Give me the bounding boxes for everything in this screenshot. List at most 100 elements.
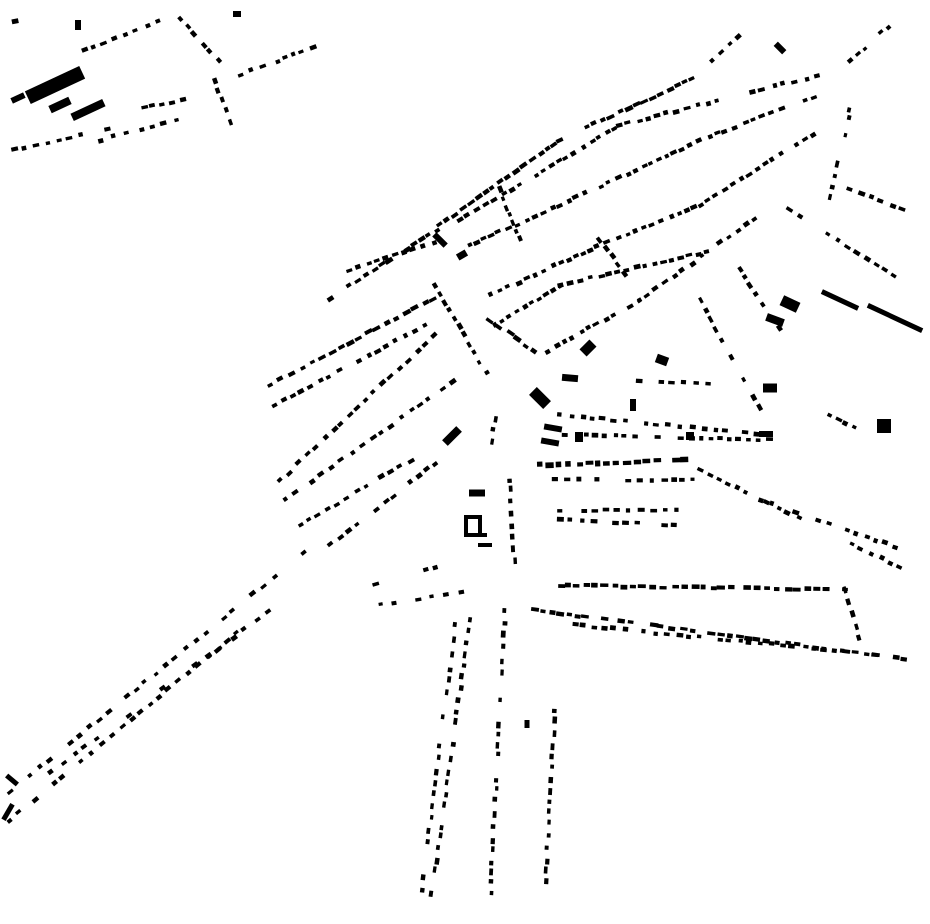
- building: [378, 378, 387, 387]
- building: [354, 521, 360, 528]
- building: [572, 621, 579, 627]
- building: [247, 66, 254, 73]
- building: [557, 259, 565, 266]
- building: [467, 242, 473, 248]
- building: [342, 495, 350, 502]
- building: [556, 412, 562, 417]
- building: [345, 339, 356, 347]
- building: [345, 282, 352, 289]
- building: [741, 273, 748, 280]
- building: [676, 210, 683, 217]
- building: [304, 450, 311, 457]
- building: [577, 278, 584, 284]
- building: [528, 299, 535, 306]
- building: [580, 414, 587, 420]
- building: [752, 290, 759, 298]
- building: [625, 232, 631, 237]
- building: [469, 489, 485, 497]
- building: [346, 411, 354, 419]
- building: [768, 641, 775, 646]
- building: [381, 254, 389, 262]
- building: [829, 184, 836, 190]
- building: [515, 279, 524, 287]
- building: [822, 586, 830, 592]
- building: [685, 252, 693, 258]
- building: [855, 634, 862, 642]
- building: [291, 488, 299, 496]
- building: [158, 102, 165, 107]
- building: [125, 712, 133, 719]
- building: [444, 689, 449, 696]
- building: [716, 476, 723, 483]
- building: [774, 640, 780, 646]
- building: [390, 493, 398, 500]
- building: [641, 163, 649, 169]
- building: [625, 479, 632, 483]
- building: [728, 353, 735, 361]
- building: [663, 632, 670, 637]
- building: [556, 516, 564, 522]
- building: [433, 779, 438, 787]
- building: [654, 435, 661, 439]
- building: [409, 240, 418, 248]
- building: [24, 65, 86, 105]
- building: [521, 303, 529, 310]
- building: [649, 478, 654, 483]
- building: [622, 626, 629, 632]
- building: [511, 167, 521, 176]
- building: [787, 643, 795, 649]
- building: [149, 124, 156, 130]
- building: [686, 141, 693, 149]
- building: [698, 296, 704, 304]
- building: [45, 756, 54, 764]
- building: [110, 133, 116, 139]
- building: [482, 200, 490, 208]
- building: [456, 216, 465, 224]
- building: [316, 470, 325, 478]
- building: [846, 186, 853, 192]
- building: [696, 466, 704, 473]
- building: [345, 268, 353, 274]
- building: [417, 235, 427, 243]
- building: [643, 292, 651, 299]
- building: [790, 79, 798, 85]
- building: [406, 478, 414, 485]
- building: [673, 81, 682, 89]
- building: [892, 654, 900, 661]
- building: [189, 29, 198, 38]
- building: [683, 207, 691, 214]
- building: [482, 188, 491, 196]
- building: [545, 858, 550, 865]
- building: [580, 250, 587, 257]
- building: [550, 764, 555, 769]
- building: [461, 663, 467, 668]
- building: [366, 261, 373, 266]
- building: [325, 374, 332, 380]
- building: [754, 165, 761, 173]
- building: [826, 412, 833, 418]
- building: [398, 414, 405, 420]
- building: [813, 73, 821, 79]
- building: [594, 477, 600, 482]
- building: [864, 534, 871, 540]
- building: [709, 57, 715, 64]
- building: [726, 437, 732, 442]
- building: [440, 714, 445, 720]
- building: [591, 432, 599, 438]
- building: [889, 203, 897, 210]
- building: [720, 128, 728, 135]
- building: [489, 868, 494, 876]
- building: [371, 266, 379, 273]
- building: [220, 614, 228, 622]
- building: [441, 299, 449, 307]
- building: [267, 382, 274, 388]
- building: [200, 41, 208, 49]
- building: [421, 340, 429, 348]
- building: [589, 120, 597, 127]
- building: [498, 697, 502, 703]
- building: [545, 462, 554, 469]
- building: [531, 213, 539, 220]
- building: [509, 533, 515, 540]
- building: [442, 801, 447, 808]
